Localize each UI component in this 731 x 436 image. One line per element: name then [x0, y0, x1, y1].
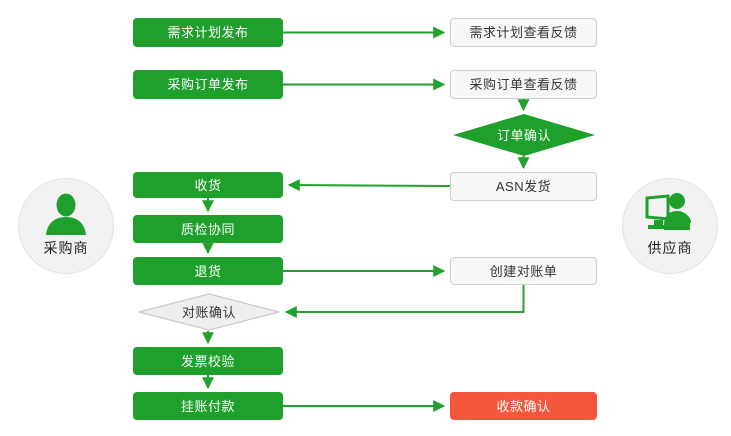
person-at-computer-icon [645, 193, 691, 230]
actor-supplier[interactable]: 供应商 [622, 178, 718, 274]
node-return-goods-label: 退货 [194, 263, 222, 279]
node-demand-plan-feedback[interactable]: 需求计划查看反馈 [450, 18, 597, 47]
node-receipt-confirm-label: 收款确认 [496, 398, 551, 414]
node-statement-confirm-label: 对账确认 [181, 304, 236, 320]
node-po-feedback-label: 采购订单查看反馈 [469, 77, 578, 92]
diamond-shape-green [453, 114, 595, 156]
node-pending-payment[interactable]: 挂账付款 [133, 392, 283, 420]
node-demand-plan-publish-label: 需求计划发布 [167, 25, 249, 40]
node-po-publish-label: 采购订单发布 [167, 77, 249, 92]
actor-buyer-label: 采购商 [43, 240, 89, 256]
actor-buyer[interactable]: 采购商 [18, 178, 114, 274]
node-return-goods[interactable]: 退货 [133, 257, 283, 285]
actor-supplier-label: 供应商 [647, 240, 693, 256]
node-statement-confirm[interactable]: 对账确认 [138, 293, 280, 331]
edge-asn-ship-to-receive-goods [287, 179, 451, 192]
node-po-feedback[interactable]: 采购订单查看反馈 [450, 70, 597, 99]
node-invoice-verify-label: 发票校验 [180, 353, 235, 369]
person-icon [46, 193, 86, 235]
node-create-statement-label: 创建对账单 [489, 263, 558, 279]
node-quality-collab-label: 质检协同 [180, 221, 235, 237]
node-order-confirm[interactable]: 订单确认 [453, 114, 595, 156]
diamond-shape-gray [138, 293, 280, 331]
node-receive-goods-label: 收货 [194, 177, 222, 193]
node-pending-payment-label: 挂账付款 [180, 398, 235, 414]
node-invoice-verify[interactable]: 发票校验 [133, 347, 283, 375]
node-receive-goods[interactable]: 收货 [133, 172, 283, 198]
node-create-statement[interactable]: 创建对账单 [450, 257, 597, 285]
node-demand-plan-feedback-label: 需求计划查看反馈 [469, 25, 578, 40]
node-quality-collab[interactable]: 质检协同 [133, 215, 283, 243]
node-receipt-confirm[interactable]: 收款确认 [450, 392, 597, 420]
node-asn-ship-label: ASN发货 [495, 179, 552, 194]
node-order-confirm-label: 订单确认 [496, 127, 551, 143]
node-demand-plan-publish[interactable]: 需求计划发布 [133, 18, 283, 47]
edge-create-statement-to-statement-confirm [284, 285, 525, 318]
node-asn-ship[interactable]: ASN发货 [450, 172, 597, 201]
node-po-publish[interactable]: 采购订单发布 [133, 70, 283, 99]
